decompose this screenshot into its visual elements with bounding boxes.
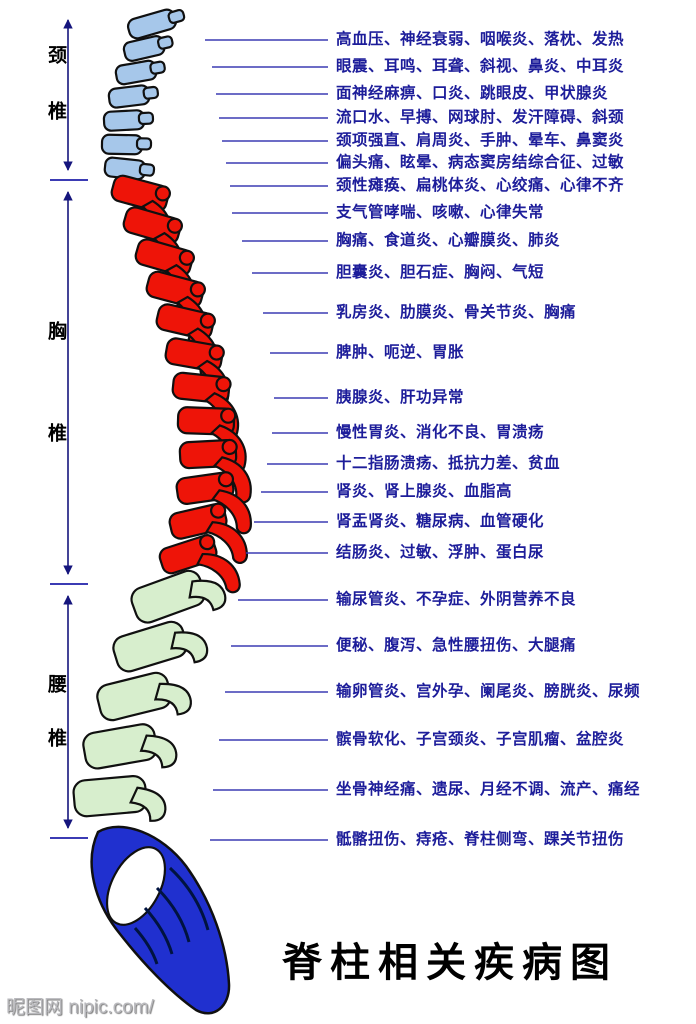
disease-label: 肾盂肾炎、糖尿病、血管硬化 xyxy=(336,513,545,530)
section-range-arrows xyxy=(50,19,88,839)
disease-label: 肾炎、肾上腺炎、血脂高 xyxy=(336,483,513,500)
cervical-spine-section xyxy=(100,8,186,181)
disease-label: 眼震、耳鸣、耳聋、斜视、鼻炎、中耳炎 xyxy=(336,58,625,75)
disease-label: 流口水、早搏、网球肘、发汗障碍、斜颈 xyxy=(336,109,625,126)
disease-label: 支气管哮喘、咳嗽、心律失常 xyxy=(336,204,545,221)
side-label-thoracic: 胸椎 xyxy=(45,321,66,525)
lumbar-spine-section xyxy=(72,569,227,822)
disease-label: 慢性胃炎、消化不良、胃溃疡 xyxy=(336,424,545,441)
leader-lines xyxy=(205,39,328,841)
disease-label: 髌骨软化、子宫颈炎、子宫肌瘤、盆腔炎 xyxy=(336,731,625,748)
disease-label: 面神经麻痹、口炎、跳眼皮、甲状腺炎 xyxy=(336,85,609,102)
watermark: 昵图网 nipic.com/ xyxy=(6,997,154,1018)
sacrum-section xyxy=(90,825,231,1015)
diagram-title: 脊柱相关疾病图 xyxy=(282,940,618,985)
disease-label: 偏头痛、眩晕、病态窦房结综合征、过敏 xyxy=(336,154,625,171)
disease-label: 输卵管炎、宫外孕、阑尾炎、膀胱炎、尿频 xyxy=(336,683,641,700)
side-label-cervical: 颈椎 xyxy=(45,45,66,157)
disease-label: 骶髂扭伤、痔疮、脊柱侧弯、踝关节扭伤 xyxy=(336,831,625,848)
disease-label: 颈项强直、肩周炎、手肿、晕车、鼻窦炎 xyxy=(336,132,625,149)
disease-label: 结肠炎、过敏、浮肿、蛋白尿 xyxy=(336,544,545,561)
disease-label: 乳房炎、肋膜炎、骨关节炎、胸痛 xyxy=(336,304,577,321)
disease-label: 胰腺炎、肝功异常 xyxy=(336,389,465,406)
thoracic-spine-section xyxy=(110,174,252,594)
disease-label: 便秘、腹泻、急性腰扭伤、大腿痛 xyxy=(336,637,577,654)
disease-label: 十二指肠溃疡、抵抗力差、贫血 xyxy=(336,455,561,472)
side-label-lumbar: 腰椎 xyxy=(45,674,66,782)
disease-label: 输尿管炎、不孕症、外阴营养不良 xyxy=(336,591,577,608)
disease-label: 胸痛、食道炎、心瓣膜炎、肺炎 xyxy=(336,232,561,249)
disease-label: 高血压、神经衰弱、咽喉炎、落枕、发热 xyxy=(336,31,625,48)
disease-label: 胆囊炎、胆石症、胸闷、气短 xyxy=(336,264,545,281)
disease-label: 坐骨神经痛、遗尿、月经不调、流产、痛经 xyxy=(336,781,641,798)
disease-label: 脾肿、呃逆、胃胀 xyxy=(336,344,465,361)
disease-label: 颈性瘫痪、扁桃体炎、心绞痛、心律不齐 xyxy=(336,177,625,194)
